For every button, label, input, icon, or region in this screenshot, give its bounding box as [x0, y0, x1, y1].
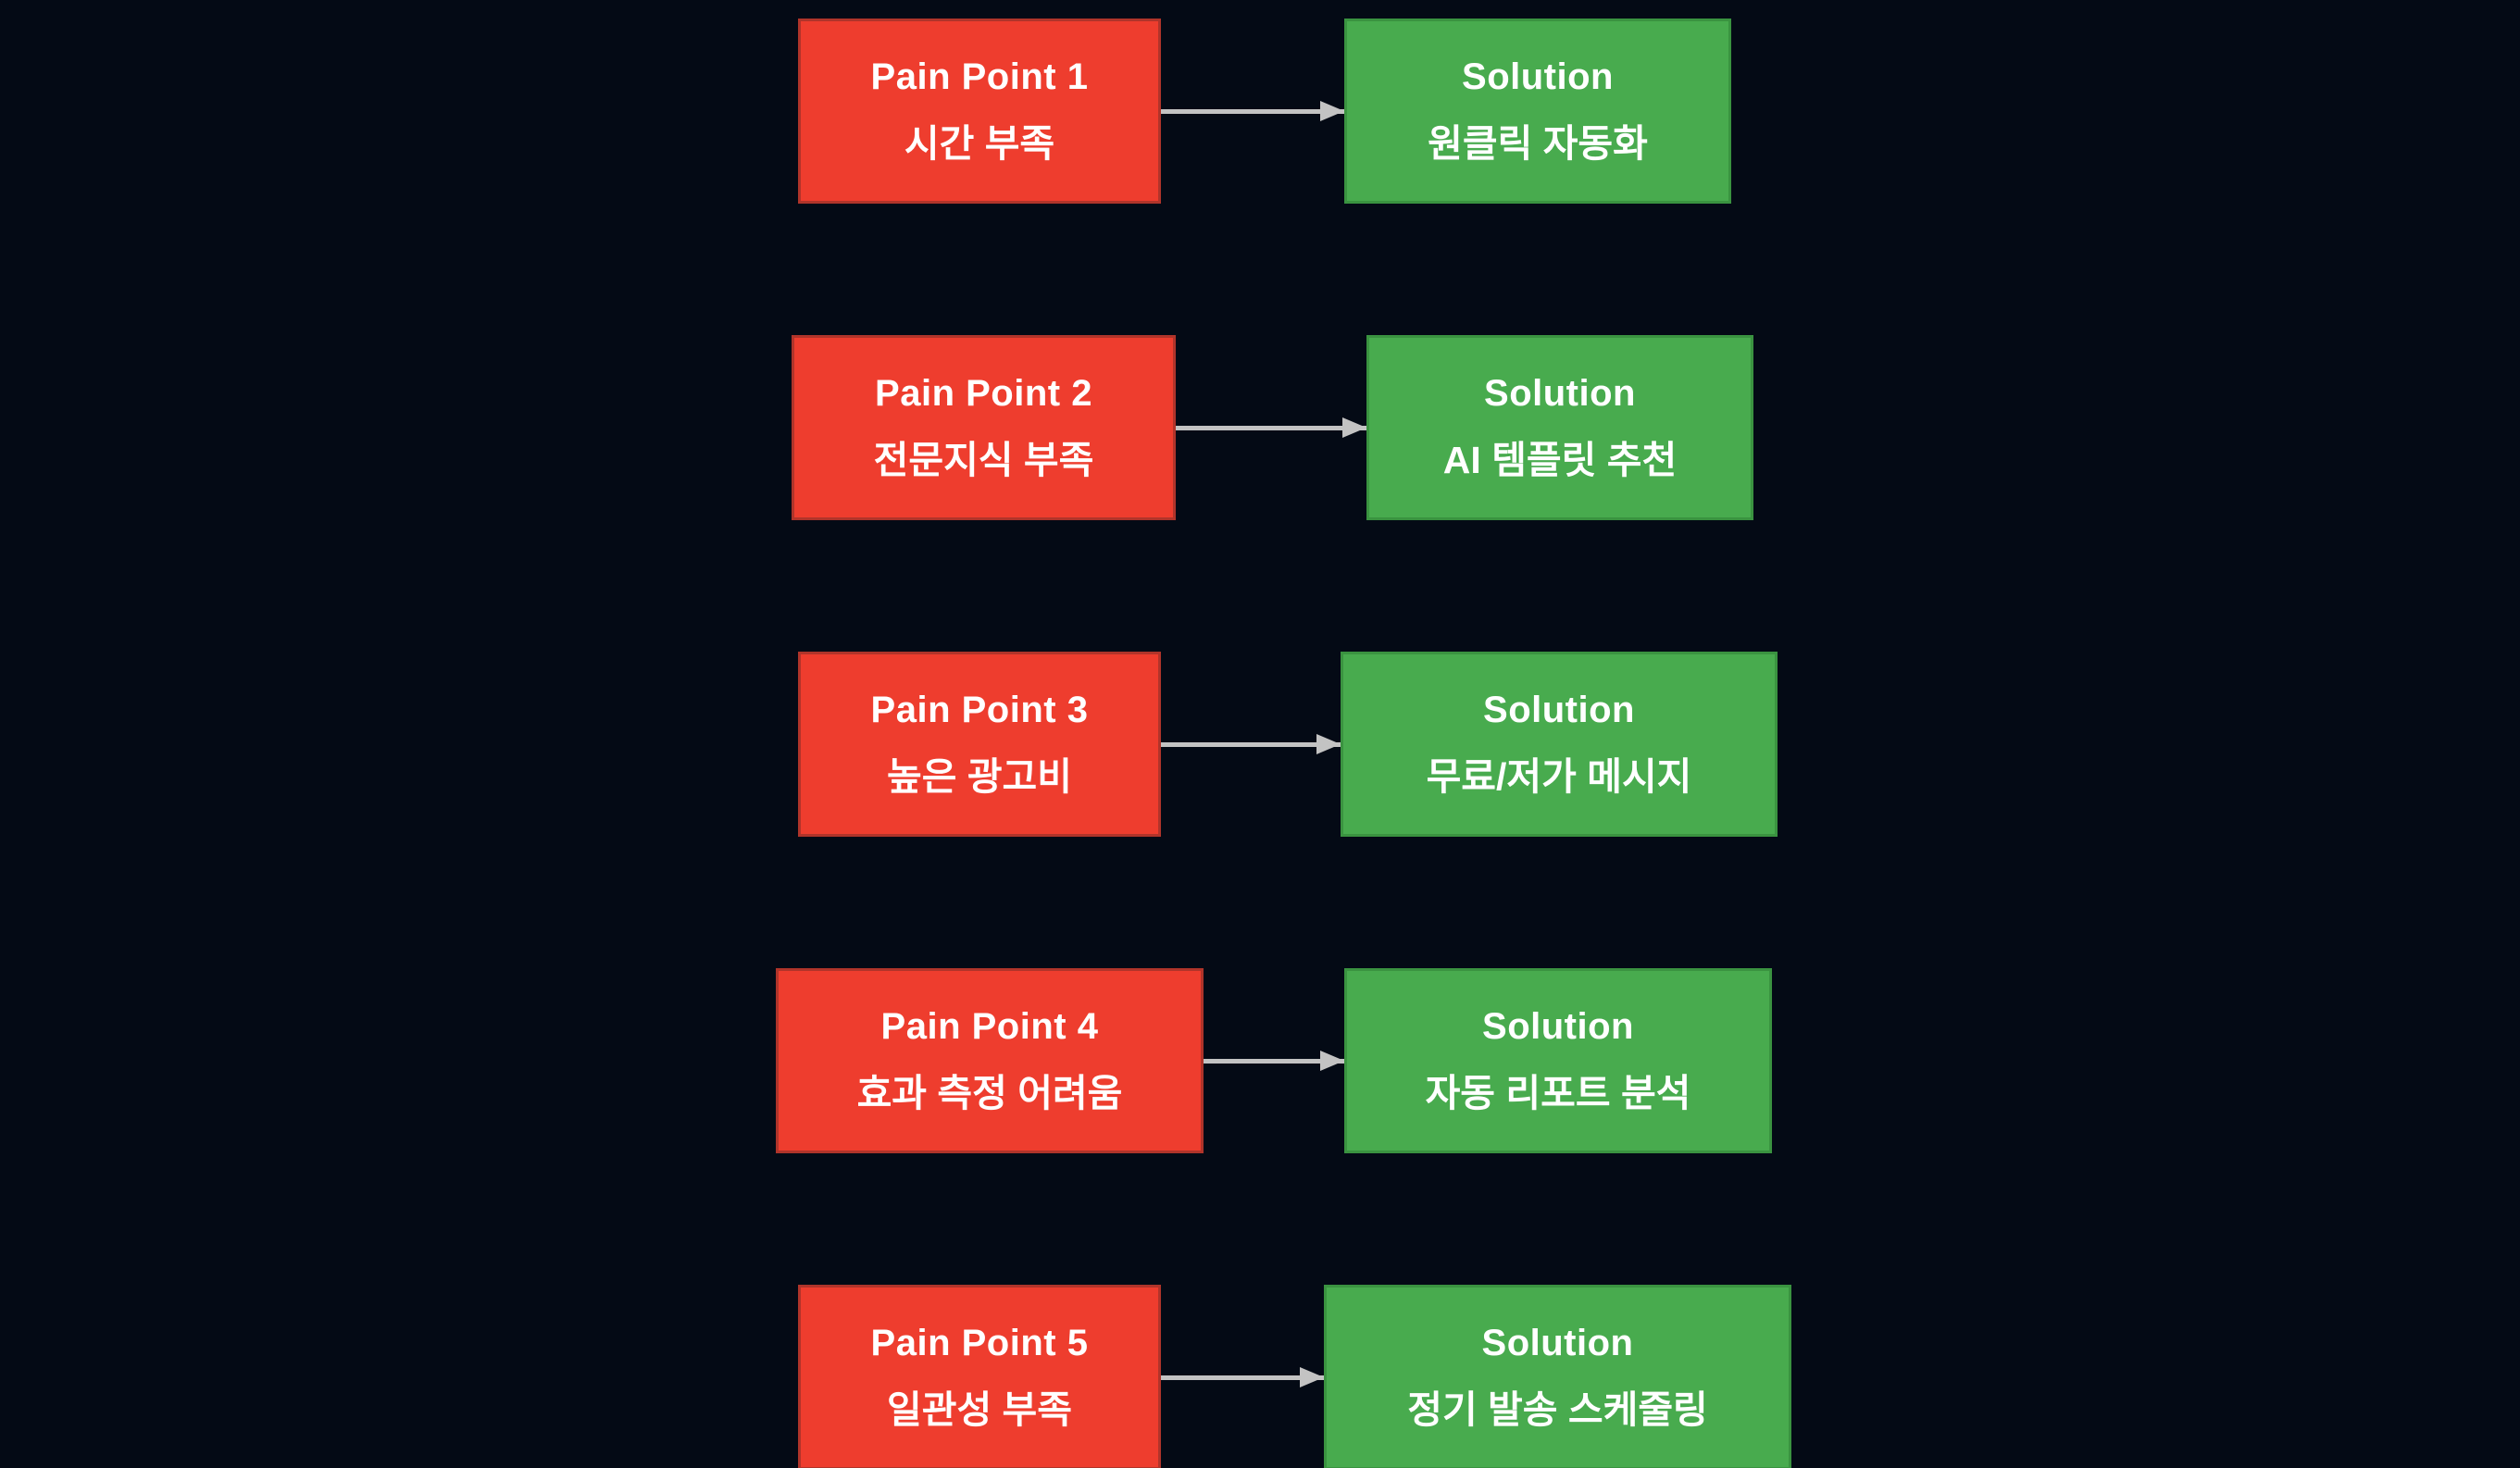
solution-subtitle: 자동 리포트 분석 — [1425, 1072, 1691, 1115]
pain-point-title: Pain Point 2 — [875, 373, 1092, 415]
solution-subtitle: 정기 발송 스케줄링 — [1407, 1388, 1708, 1432]
pain-point-box-3: Pain Point 3 높은 광고비 — [798, 652, 1161, 837]
solution-box-5: Solution 정기 발송 스케줄링 — [1324, 1285, 1791, 1468]
arrow-right-icon — [1161, 734, 1341, 754]
pain-point-box-2: Pain Point 2 전문지식 부족 — [792, 335, 1176, 520]
arrow-right-icon — [1161, 101, 1344, 121]
pain-point-box-4: Pain Point 4 효과 측정 어려움 — [776, 968, 1204, 1153]
solution-title: Solution — [1462, 56, 1614, 98]
arrow-right-icon — [1204, 1051, 1344, 1071]
pain-point-title: Pain Point 5 — [870, 1323, 1089, 1364]
pain-point-subtitle: 시간 부족 — [904, 122, 1055, 166]
solution-title: Solution — [1483, 690, 1635, 731]
solution-box-4: Solution 자동 리포트 분석 — [1344, 968, 1772, 1153]
pain-point-box-1: Pain Point 1 시간 부족 — [798, 19, 1161, 204]
pain-point-title: Pain Point 4 — [880, 1006, 1099, 1048]
pain-point-subtitle: 높은 광고비 — [887, 755, 1072, 799]
solution-box-1: Solution 원클릭 자동화 — [1344, 19, 1731, 204]
solution-box-2: Solution AI 템플릿 추천 — [1366, 335, 1753, 520]
solution-box-3: Solution 무료/저가 메시지 — [1341, 652, 1778, 837]
arrow-right-icon — [1161, 1367, 1324, 1387]
pain-point-box-5: Pain Point 5 일관성 부족 — [798, 1285, 1161, 1468]
pain-point-subtitle: 일관성 부족 — [887, 1388, 1072, 1432]
pain-point-subtitle: 효과 측정 어려움 — [856, 1072, 1123, 1115]
solution-subtitle: 원클릭 자동화 — [1428, 122, 1648, 166]
solution-title: Solution — [1484, 373, 1636, 415]
pain-point-subtitle: 전문지식 부족 — [873, 439, 1094, 482]
solution-subtitle: 무료/저가 메시지 — [1426, 755, 1692, 799]
solution-title: Solution — [1482, 1006, 1634, 1048]
arrow-right-icon — [1176, 417, 1366, 438]
solution-subtitle: AI 템플릿 추천 — [1442, 439, 1678, 482]
pain-point-title: Pain Point 1 — [870, 56, 1089, 98]
solution-title: Solution — [1481, 1323, 1634, 1364]
pain-point-title: Pain Point 3 — [870, 690, 1089, 731]
